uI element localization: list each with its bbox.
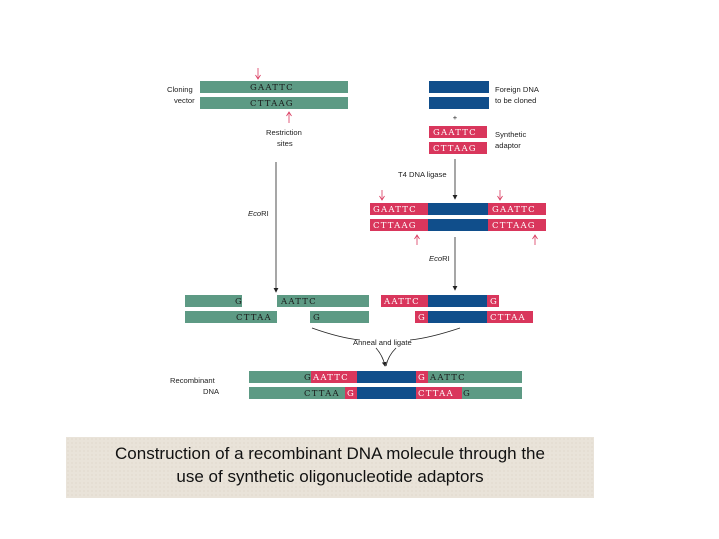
cut-insert-right-top-seq: G	[490, 297, 498, 307]
foreign-bottom-strand	[429, 97, 489, 109]
label-to-be-cloned: to be cloned	[495, 96, 536, 105]
cut-vector-left-top	[185, 295, 242, 307]
label-cloning: Cloning	[167, 85, 193, 94]
rec-bot-g2: G	[463, 389, 471, 399]
rec-vector-right-bottom	[462, 387, 522, 399]
label-sites: sites	[277, 139, 293, 148]
caption-line-2: use of synthetic oligonucleotide adaptor…	[176, 467, 484, 486]
adaptor-bottom-strand	[429, 142, 487, 154]
ligated-left-adaptor-bottom	[370, 219, 428, 231]
label-ecori-right: EcoRI	[429, 254, 450, 263]
cut-insert-foreign-top	[428, 295, 487, 307]
ligated-left-bottom-seq: CTTAAG	[373, 221, 417, 231]
cut-insert-left-top-seq: AATTC	[383, 297, 420, 307]
cut-insert-left-bottom-seq: G	[418, 313, 426, 323]
ligated-foreign-bottom	[428, 219, 488, 231]
label-ecori-left: EcoRI	[248, 209, 269, 218]
cut-insert-left-adaptor-bottom	[415, 311, 428, 323]
rec-vector-right-top	[428, 371, 522, 383]
ligated-left-top-seq: GAATTC	[373, 205, 417, 215]
label-recombinant: Recombinant	[170, 376, 216, 385]
anneal-arrow-2	[385, 347, 397, 367]
ligated-right-adaptor-bottom	[488, 219, 546, 231]
anneal-curve-right	[409, 327, 461, 341]
vector-top-strand	[200, 81, 348, 93]
label-synthetic: Synthetic	[495, 130, 526, 139]
plus-sign: +	[453, 113, 458, 122]
label-anneal: Anneal and ligate	[353, 338, 412, 347]
cut-vector-left-bottom	[185, 311, 277, 323]
caption: Construction of a recombinant DNA molecu…	[66, 442, 594, 488]
rec-bot-cttaa1: CTTAA	[304, 389, 340, 399]
label-adaptor: adaptor	[495, 141, 521, 150]
rec-adaptor-right-bottom	[416, 387, 462, 399]
rec-top-g1: G	[304, 373, 312, 383]
adaptor-top-strand	[429, 126, 487, 138]
vector-bottom-seq: CTTAAG	[250, 99, 294, 109]
anneal-arrow	[375, 347, 387, 367]
cut-insert-foreign-bottom	[428, 311, 487, 323]
cut-insert-right-adaptor-bottom	[487, 311, 533, 323]
ligated-right-adaptor-top	[488, 203, 546, 215]
rec-foreign-bottom	[357, 387, 416, 399]
label-dna: DNA	[203, 387, 220, 396]
cut-insert-left-adaptor-top	[381, 295, 428, 307]
ligated-right-top-seq: GAATTC	[492, 205, 536, 215]
rec-adaptor-right-top	[416, 371, 428, 383]
cut-insert-right-bottom-seq: CTTAA	[490, 313, 526, 323]
adaptor-bottom-seq: CTTAAG	[433, 144, 477, 154]
rec-top-g2: G	[418, 373, 426, 383]
rec-top-aattc2: AATTC	[429, 373, 466, 383]
caption-line-1: Construction of a recombinant DNA molecu…	[115, 444, 545, 463]
label-vector: vector	[174, 96, 195, 105]
rec-bot-cttaa2: CTTAA	[418, 389, 454, 399]
cut-vector-left-bottom-seq: CTTAA	[236, 313, 272, 323]
ligated-foreign-top	[428, 203, 488, 215]
foreign-top-strand	[429, 81, 489, 93]
rec-foreign-top	[357, 371, 416, 383]
cut-insert-right-adaptor-top	[487, 295, 499, 307]
label-foreign: Foreign DNA	[495, 85, 540, 94]
cut-vector-right-top	[277, 295, 369, 307]
rec-adaptor-left-top	[311, 371, 357, 383]
cut-vector-right-top-seq: AATTC	[280, 297, 317, 307]
cut-vector-right-bottom	[310, 311, 369, 323]
rec-top-aattc1: AATTC	[312, 373, 349, 383]
rec-vector-left-bottom	[249, 387, 345, 399]
ligated-left-adaptor-top	[370, 203, 428, 215]
rec-adaptor-left-bottom	[345, 387, 357, 399]
anneal-curve-left	[311, 327, 361, 341]
caption-box: Construction of a recombinant DNA molecu…	[66, 437, 594, 498]
adaptor-top-seq: GAATTC	[433, 128, 477, 138]
vector-top-seq: GAATTC	[250, 83, 294, 93]
cut-vector-left-top-seq: G	[235, 297, 243, 307]
label-t4-ligase: T4 DNA ligase	[398, 170, 447, 179]
vector-bottom-strand	[200, 97, 348, 109]
rec-bot-g1: G	[347, 389, 355, 399]
ligated-right-bottom-seq: CTTAAG	[492, 221, 536, 231]
label-restriction: Restriction	[266, 128, 302, 137]
rec-vector-left-top	[249, 371, 311, 383]
cut-vector-right-bottom-seq: G	[313, 313, 321, 323]
